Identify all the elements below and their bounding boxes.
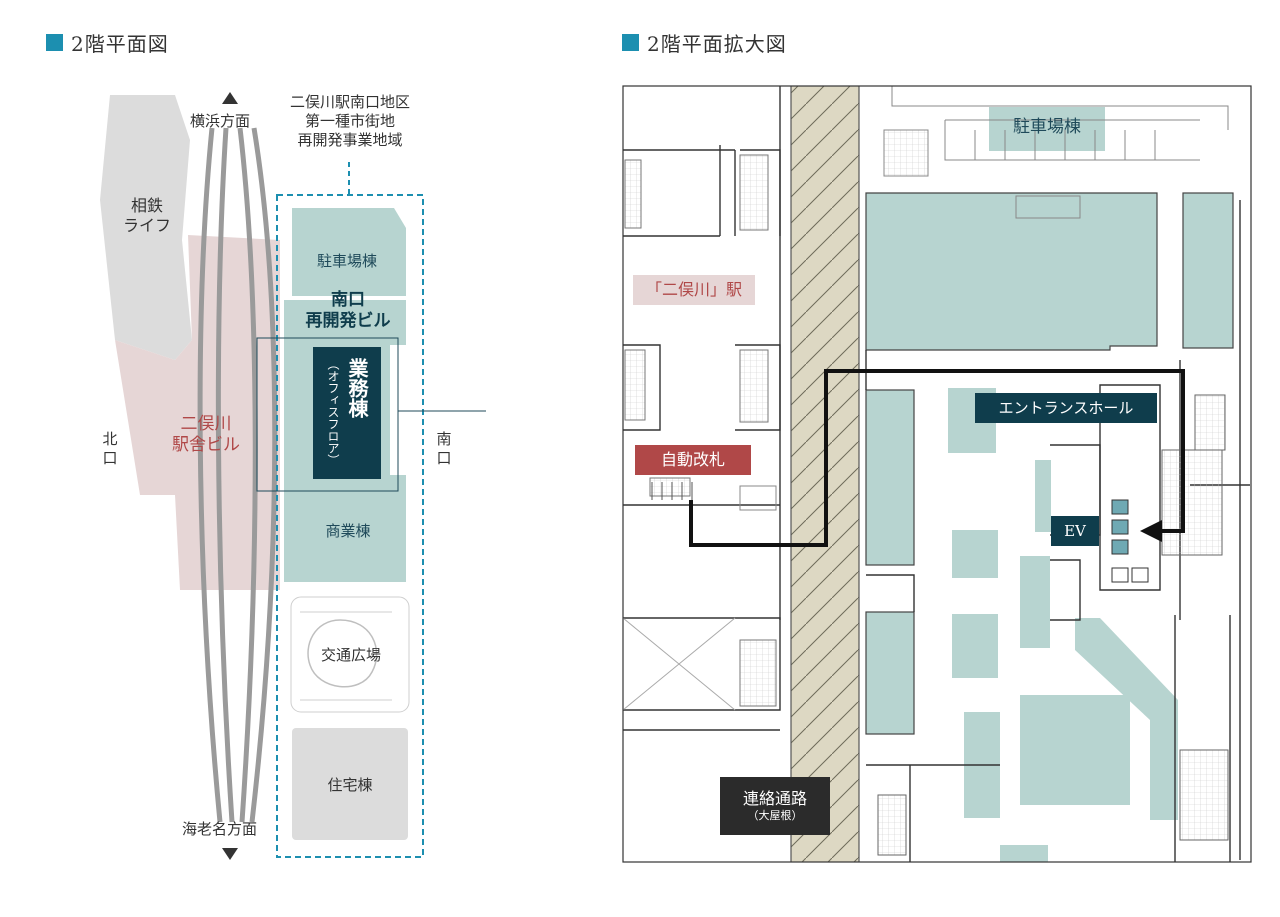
ev-label: EV [1051,516,1099,546]
office-tower-block [313,347,381,479]
heading-square-icon [46,34,63,51]
south-arrow-icon [222,848,238,860]
north-arrow-icon [222,92,238,104]
station-structure [623,86,781,731]
passage-title: 連絡通路 [742,789,807,809]
north-exit-label: 北 口 [102,430,118,467]
office-tower-main: 業務棟 [345,358,369,418]
parking-label: 駐車場棟 [316,252,377,270]
right-map-heading: 2階平面拡大図 [622,28,787,57]
ebina-direction-label: 海老名方面 [182,820,258,838]
residential-label: 住宅棟 [327,776,373,794]
heading-square-icon [622,34,639,51]
redevelopment-zone-outline [276,194,424,858]
sotetsu-life-block [100,95,192,360]
plaza-road [300,611,392,701]
left-map-title: 2階平面図 [71,32,169,56]
route-path [689,369,1185,547]
sotetsu-life-label: 相鉄 ライフ [122,196,171,235]
passage-subtitle: （大屋根） [747,809,803,823]
commercial-label: 商業棟 [325,522,371,540]
left-map-heading: 2階平面図 [46,28,169,57]
stairs [624,154,777,707]
ticket-gate-label: 自動改札 [635,445,751,475]
elevator-cars [1111,499,1149,583]
ticket-gates [651,482,693,500]
rail-tracks [197,127,278,823]
south-exit-label: 南 口 [436,430,452,467]
entrance-hall-label: エントランスホール [975,393,1157,423]
stair-grid-right [1194,394,1226,451]
stair-grid-left [877,794,907,856]
route-arrow-icon [1140,520,1162,542]
office-tower-sub: （オフィスフロア） [326,358,340,466]
passage-label: 連絡通路 （大屋根） [720,777,830,835]
ev-lobby-grid [1161,449,1223,556]
stair-grid-low [1179,749,1229,841]
residential-block [292,728,408,840]
station-label: 「二俣川」駅 [633,275,755,305]
yokohama-direction-label: 横浜方面 [190,112,251,130]
station-building-block [115,235,280,590]
parking-block [292,208,406,296]
parking-building-label: 駐車場棟 [1013,117,1081,137]
plaza-label: 交通広場 [320,646,381,664]
plaza-roundabout [307,619,378,688]
parking-structure [883,86,1229,219]
south-redevelopment-label: 南口 再開発ビル [305,290,391,332]
right-map-title: 2階平面拡大図 [647,32,787,56]
right-map-frame [622,85,1252,863]
office-tower-label: 業務棟 （オフィスフロア） [313,358,381,474]
station-building-label: 二俣川 駅舎ビル [172,414,240,456]
district-label: 二俣川駅南口地区 第一種市街地 再開発事業地域 [289,93,410,149]
office-area-outline [256,337,399,492]
